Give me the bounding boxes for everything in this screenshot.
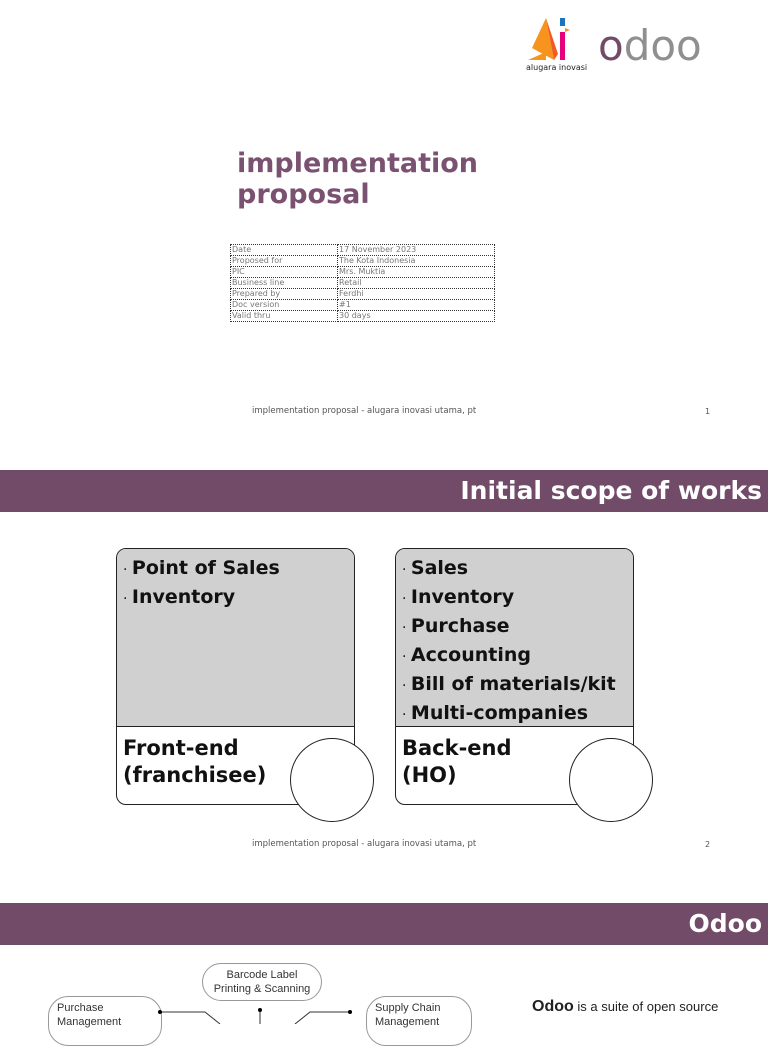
info-label: Proposed for [230,255,338,267]
scope-item: Point of Sales [123,555,348,584]
scope-item: Bill of materials/kit [402,671,627,700]
scope-item: Purchase [402,613,627,642]
info-value: 30 days [337,310,495,322]
scope-item: Inventory [123,584,348,613]
footer-text: implementation proposal - alugara inovas… [252,406,477,416]
scope-item: Accounting [402,642,627,671]
odoo-description: Odoo is a suite of open source [532,998,719,1015]
info-value: The Kota Indonesia [337,255,495,267]
backend-sublabel: (HO) [402,763,457,787]
backend-label: Back-end [402,736,512,760]
scope-item: Sales [402,555,627,584]
diagram-connectors [158,1008,352,1024]
page-number: 1 [705,407,711,416]
info-label: Business line [230,277,338,289]
info-value: Mrs. Muktia [337,266,495,278]
diagram-node-barcode: Barcode Label Printing & Scanning [202,963,322,1001]
info-label: Date [230,244,338,256]
circle-shape [290,738,374,822]
info-value: #1 [337,299,495,311]
frontend-sublabel: (franchisee) [123,763,267,787]
alugara-logo: alugara inovasi [524,14,594,74]
footer-text: implementation proposal - alugara inovas… [252,839,477,849]
circle-shape [569,738,653,822]
info-label: Prepared by [230,288,338,300]
slide-heading: Initial scope of works [0,470,768,512]
info-value: Retail [337,277,495,289]
page-number: 2 [705,840,711,849]
info-label: Doc version [230,299,338,311]
diagram-node-supply-chain: Supply Chain Management [366,996,472,1046]
info-value: Ferdhi [337,288,495,300]
info-row: Doc version#1 [230,299,495,311]
info-label: PIC [230,266,338,278]
svg-text:alugara inovasi: alugara inovasi [526,63,587,72]
scope-item: Inventory [402,584,627,613]
diagram-node-purchase: Purchase Management [48,996,162,1046]
info-label: Valid thru [230,310,338,322]
slide-heading: Odoo [0,903,768,945]
odoo-logo: odoo [598,21,702,70]
scope-item: Multi-companies [402,700,627,729]
info-value: 17 November 2023 [337,244,495,256]
frontend-label: Front-end [123,736,239,760]
